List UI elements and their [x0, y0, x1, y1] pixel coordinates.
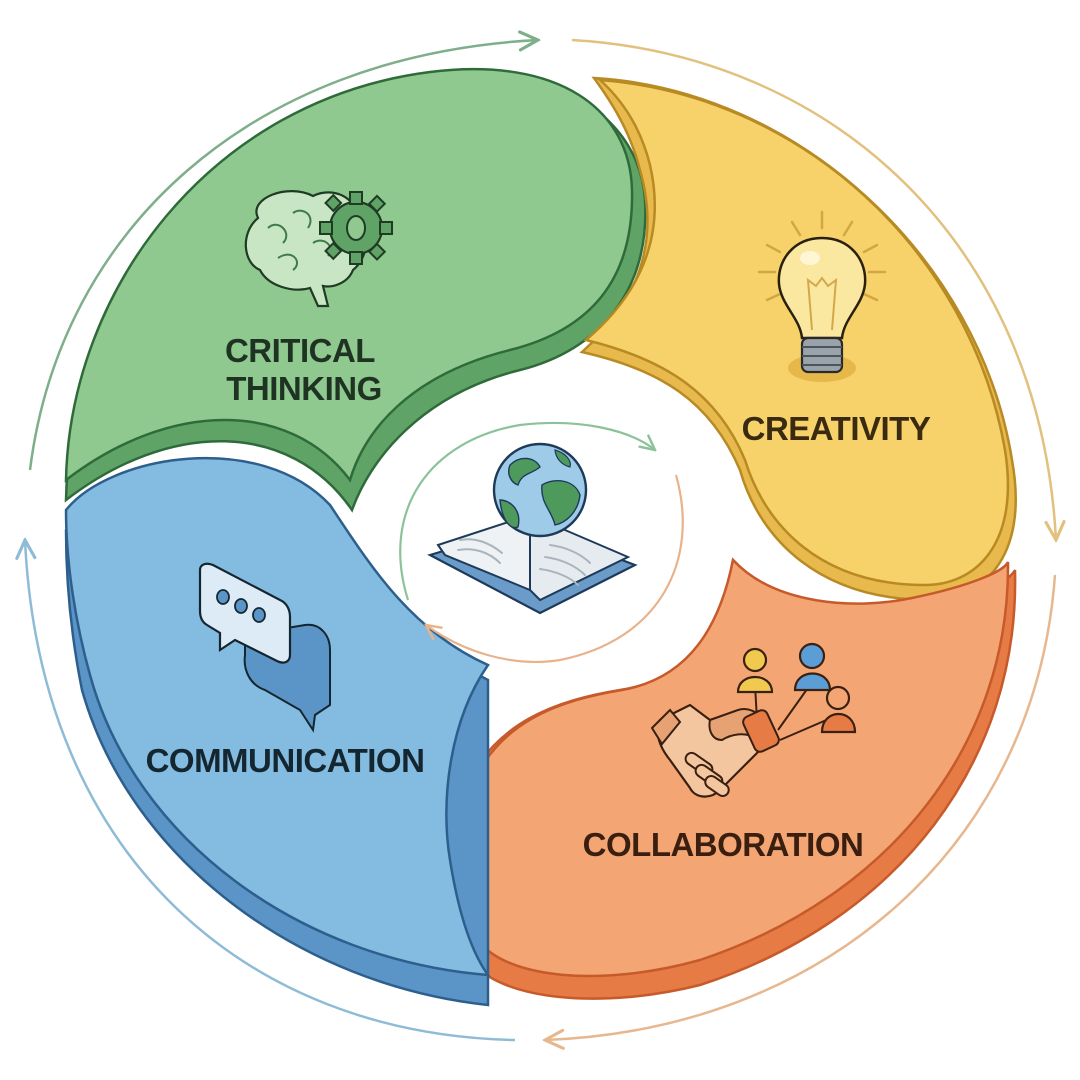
outer-cycle-arrows: [25, 40, 1056, 1040]
segment-critical-thinking[interactable]: CRITICAL THINKING: [64, 67, 647, 513]
brain-gear-icon: [244, 190, 393, 308]
center-hub: [399, 421, 684, 664]
globe-on-open-book-icon: [427, 442, 638, 615]
segment-collaboration[interactable]: COLLABORATION: [444, 557, 1017, 1000]
outer-arrow-green: [28, 40, 538, 471]
segment-collaboration-label: COLLABORATION: [583, 826, 864, 863]
segment-communication-face: [64, 456, 491, 977]
segment-creativity[interactable]: CREATIVITY: [579, 76, 1017, 602]
outer-arrow-blue: [25, 540, 516, 1042]
outer-arrow-orange: [545, 574, 1057, 1040]
inner-arrow-orange: [426, 474, 684, 664]
lightbulb-icon: [757, 210, 887, 382]
segment-communication[interactable]: COMMUNICATION: [64, 456, 491, 1007]
handshake-network-icon: [650, 642, 857, 798]
segment-communication-label: COMMUNICATION: [146, 742, 425, 779]
speech-bubbles-icon: [198, 562, 331, 733]
segment-creativity-face: [583, 78, 1010, 587]
person-orange: [820, 685, 857, 734]
outer-arrow-yellow: [571, 38, 1056, 540]
segment-creativity-label: CREATIVITY: [742, 410, 931, 447]
person-yellow: [736, 647, 774, 694]
segment-critical-thinking-label: CRITICAL THINKING: [225, 332, 383, 407]
inner-arrow-green: [399, 421, 655, 601]
